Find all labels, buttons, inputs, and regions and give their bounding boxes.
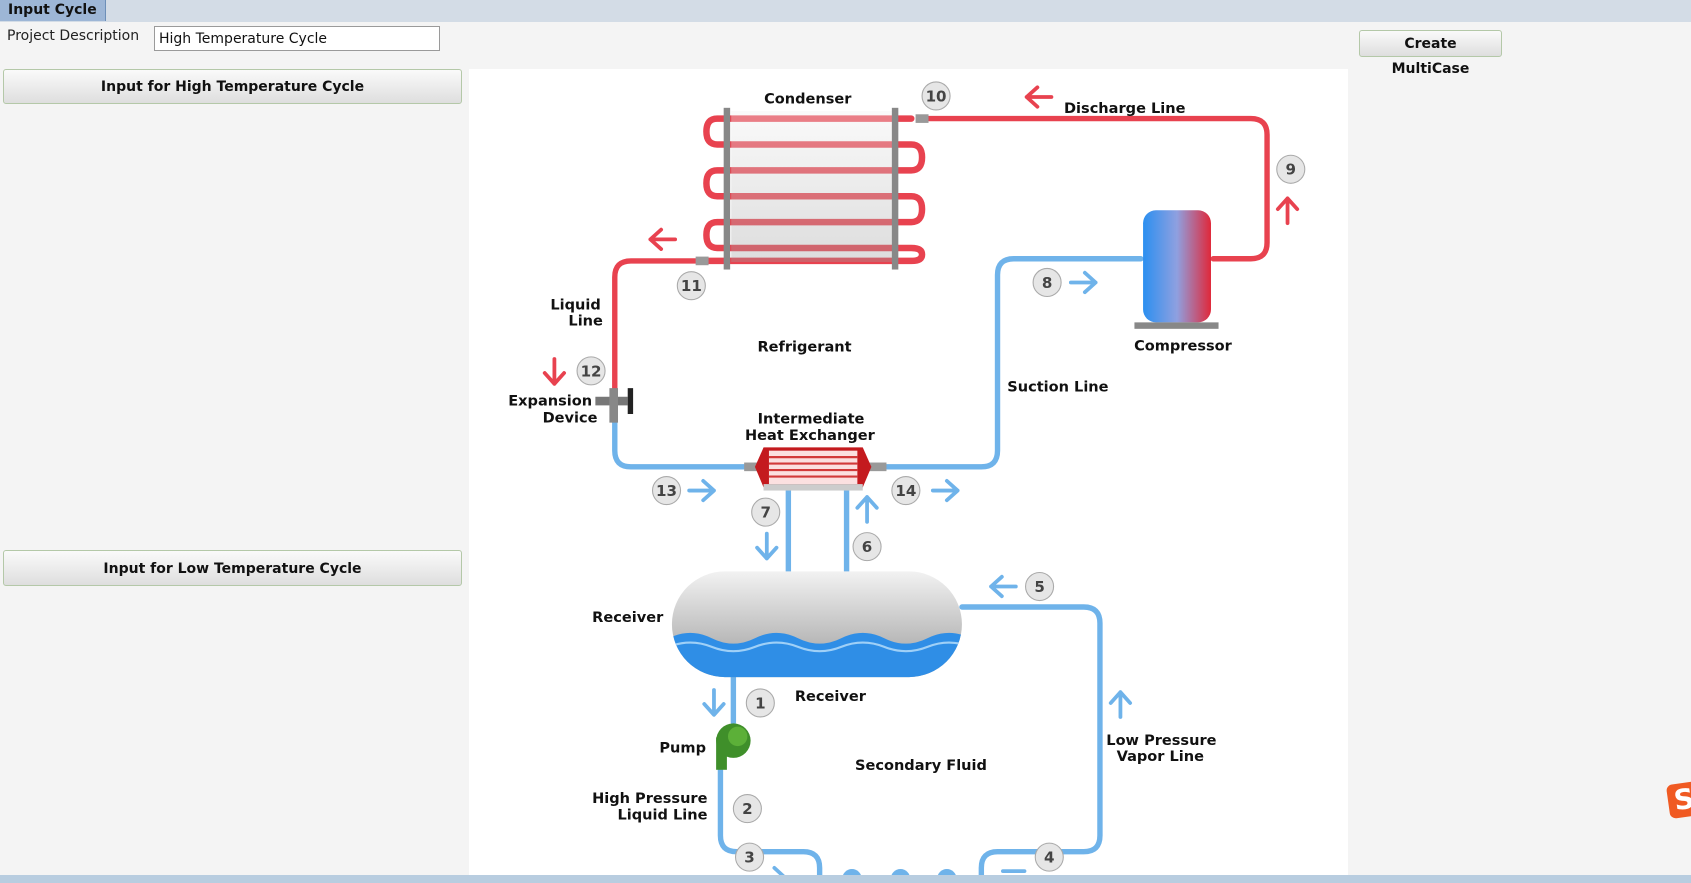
svg-text:Line: Line: [568, 313, 603, 330]
arrow-right-icon: [687, 478, 716, 503]
arrow-left-icon: [648, 227, 678, 251]
liquid-line-label: Liquid: [550, 296, 600, 313]
bottom-bar: [0, 875, 1691, 883]
arrow-down-icon: [542, 357, 566, 386]
arrow-up-icon: [855, 495, 879, 524]
compressor: [1134, 210, 1219, 329]
expansion-outlet-pipe: [612, 390, 758, 470]
expansion-device-icon: [595, 388, 634, 423]
condenser-frame-left: [723, 107, 731, 270]
point-14[interactable]: 14: [891, 476, 921, 506]
refrigerant-label: Refrigerant: [757, 338, 851, 355]
high-pressure-liquid-line-label: High Pressure: [592, 790, 708, 807]
condenser-frame-right: [891, 107, 899, 270]
svg-text:1: 1: [755, 694, 766, 712]
arrow-up-icon: [1275, 196, 1300, 226]
arrow-right-icon: [1068, 270, 1098, 295]
point-6[interactable]: 6: [852, 532, 882, 562]
svg-text:3: 3: [744, 849, 755, 867]
point-10[interactable]: 10: [921, 81, 951, 111]
svg-text:7: 7: [760, 504, 771, 522]
svg-text:Device: Device: [543, 410, 598, 427]
input-low-temperature-cycle-button[interactable]: Input for Low Temperature Cycle: [3, 550, 462, 586]
point-13[interactable]: 13: [651, 476, 682, 506]
svg-text:13: 13: [656, 482, 677, 500]
receiver-tank: [671, 571, 962, 678]
point-2[interactable]: 2: [732, 794, 762, 824]
point-4[interactable]: 4: [1034, 842, 1064, 872]
liquid-line-pipe: [612, 258, 710, 397]
receiver-label-2: Receiver: [795, 688, 867, 705]
input-high-temperature-cycle-button[interactable]: Input for High Temperature Cycle: [3, 69, 462, 104]
arrow-down-icon: [755, 531, 779, 561]
suction-line-pipe: [870, 256, 1144, 470]
svg-text:Liquid Line: Liquid Line: [618, 806, 708, 823]
condenser-fins: [731, 111, 893, 262]
svg-text:12: 12: [581, 362, 602, 380]
arrow-down-icon: [702, 688, 726, 717]
diagram-labels: Condenser Discharge Line Liquid Line Ref…: [508, 91, 1232, 824]
condenser-label: Condenser: [764, 91, 852, 108]
high-pressure-liquid-line-pipe: [717, 674, 823, 883]
point-12[interactable]: 12: [576, 356, 606, 386]
cycle-diagram-panel: [469, 69, 1348, 875]
arrow-up-icon: [1108, 690, 1133, 719]
point-5[interactable]: 5: [1025, 571, 1055, 602]
project-description-label: Project Description: [7, 28, 140, 44]
svg-text:4: 4: [1044, 849, 1055, 867]
arrow-left-icon: [1024, 85, 1054, 109]
top-bar: [0, 0, 1691, 22]
discharge-line-label: Discharge Line: [1064, 100, 1186, 117]
arrow-right-icon: [930, 478, 960, 503]
suction-line-label: Suction Line: [1007, 378, 1108, 395]
point-11[interactable]: 11: [676, 271, 706, 301]
low-pressure-vapor-line-pipe: [959, 604, 1103, 883]
svg-text:Heat Exchanger: Heat Exchanger: [745, 427, 876, 444]
secondary-fluid-label: Secondary Fluid: [855, 757, 987, 774]
point-9[interactable]: 9: [1276, 154, 1306, 184]
point-3[interactable]: 3: [734, 842, 765, 872]
discharge-line-pipe: [919, 115, 1270, 262]
state-point-markers: 1 2 3 4 5 6 7 8 9 10 11 12 13 14: [576, 81, 1306, 872]
svg-text:9: 9: [1286, 161, 1297, 179]
point-1[interactable]: 1: [745, 688, 775, 718]
svg-text:6: 6: [862, 538, 873, 556]
low-pressure-vapor-line-label: Low Pressure: [1106, 732, 1216, 749]
arrow-left-icon: [989, 574, 1018, 599]
svg-text:14: 14: [895, 482, 916, 500]
intermediate-heat-exchanger: [744, 447, 887, 491]
svg-text:2: 2: [742, 800, 753, 818]
svg-text:Vapor Line: Vapor Line: [1117, 748, 1205, 765]
receiver-label: Receiver: [592, 609, 664, 626]
project-description-input[interactable]: [154, 26, 440, 51]
svg-text:5: 5: [1034, 578, 1045, 596]
create-multicase-button[interactable]: Create MultiCase: [1359, 30, 1502, 77]
pump-label: Pump: [659, 740, 706, 757]
ihx-label: Intermediate: [758, 411, 865, 428]
receiver-to-ihx-pipe: [785, 487, 850, 575]
point-7[interactable]: 7: [751, 497, 781, 527]
svg-text:10: 10: [926, 87, 947, 105]
expansion-device-label: Expansion: [508, 392, 592, 409]
svg-text:8: 8: [1042, 274, 1052, 292]
pump-icon: [716, 723, 751, 770]
compressor-label: Compressor: [1134, 337, 1233, 354]
app-logo-icon: S: [1665, 778, 1691, 820]
svg-text:11: 11: [681, 277, 702, 295]
point-8[interactable]: 8: [1032, 267, 1062, 298]
tab-input-cycle[interactable]: Input Cycle: [0, 0, 106, 21]
